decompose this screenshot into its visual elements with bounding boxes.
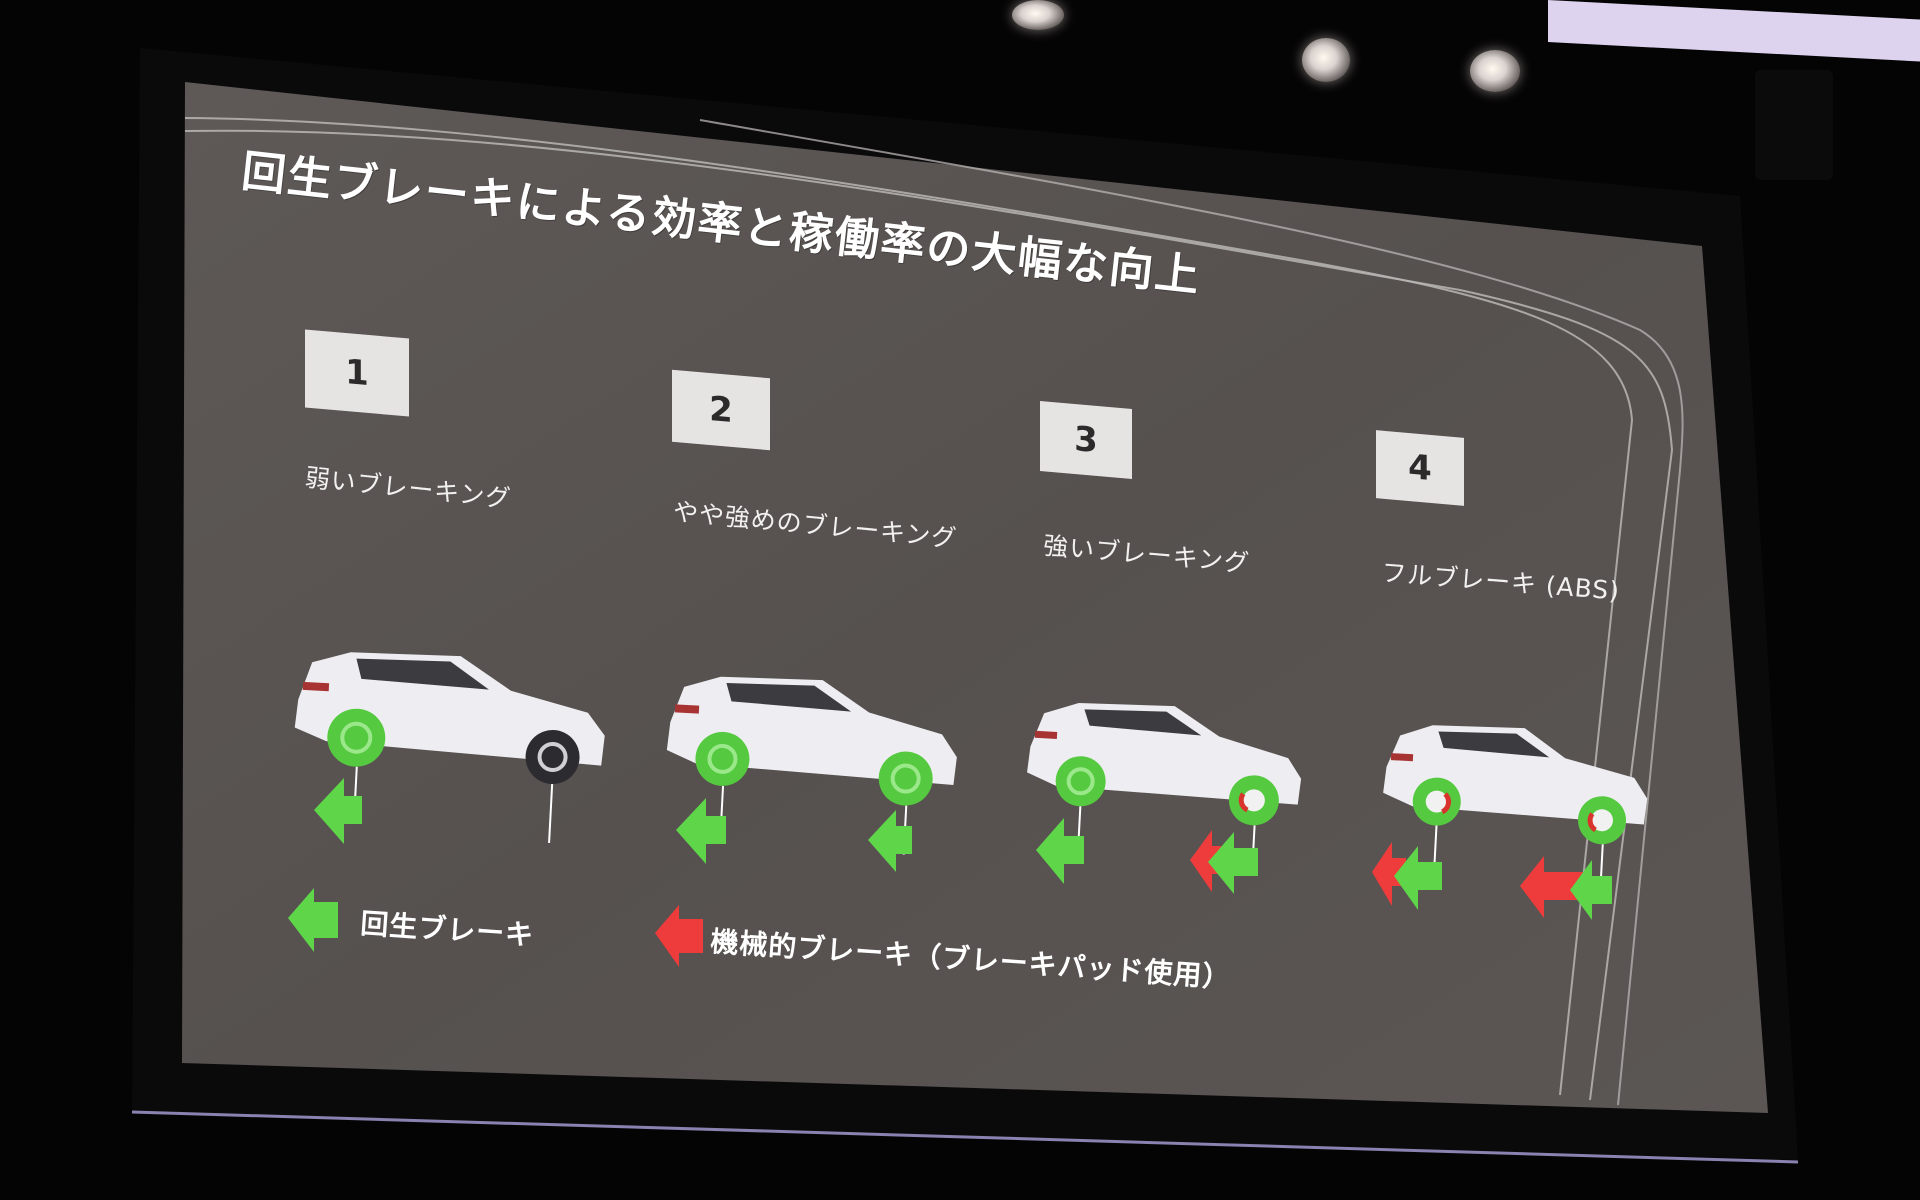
- green-left-arrow-icon: [868, 810, 912, 872]
- step-number-box-2: 2: [672, 369, 770, 451]
- car-illustration-2: [666, 676, 957, 872]
- car-illustration-3: [1027, 703, 1302, 894]
- step-number: 2: [709, 388, 733, 432]
- stage-light: [1470, 50, 1520, 92]
- stage-light: [1012, 0, 1064, 30]
- green-left-arrow-icon: [288, 888, 338, 952]
- green-left-arrow-icon: [1570, 860, 1612, 920]
- step-number-box-4: 4: [1376, 430, 1464, 506]
- green-left-arrow-icon: [1036, 818, 1084, 884]
- red-left-arrow-icon: [1520, 856, 1584, 918]
- stage-light: [1302, 38, 1350, 82]
- step-number: 3: [1074, 418, 1098, 462]
- step-number: 1: [345, 351, 369, 395]
- green-left-arrow-icon: [314, 778, 362, 844]
- slide-surface: [182, 82, 1768, 1113]
- red-left-arrow-icon: [1372, 842, 1406, 906]
- car-illustration-4: [1372, 725, 1648, 920]
- green-left-arrow-icon: [1208, 832, 1258, 894]
- red-left-arrow-icon: [1190, 830, 1226, 892]
- step-number: 4: [1408, 446, 1432, 490]
- red-left-arrow-icon: [655, 905, 703, 967]
- step-number-box-3: 3: [1040, 400, 1132, 480]
- step-number-box-1: 1: [305, 329, 409, 417]
- regen-wheel-rear: [327, 708, 386, 767]
- green-left-arrow-icon: [1394, 846, 1442, 910]
- hanging-speaker: [1755, 70, 1833, 180]
- car-illustration-1: [294, 652, 605, 844]
- green-left-arrow-icon: [676, 798, 726, 864]
